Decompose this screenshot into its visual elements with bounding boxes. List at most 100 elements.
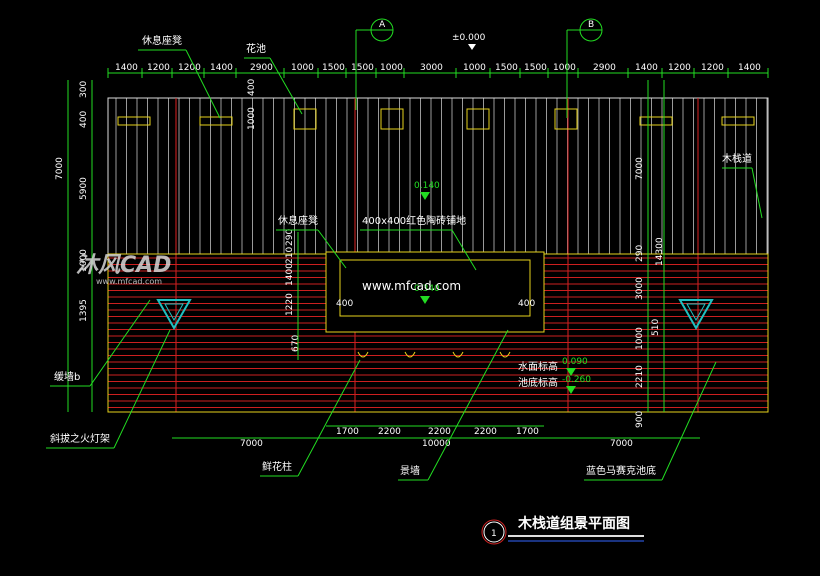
watermark-brand: 沐风CAD: [76, 253, 171, 278]
axis-marker-b: B: [566, 18, 603, 118]
top-dim: 1500: [524, 63, 547, 73]
cdim-210: 210: [285, 247, 295, 264]
top-dim: 1000: [553, 63, 576, 73]
bench-4: [721, 116, 755, 126]
central-platform: [325, 251, 545, 333]
torch-light-right: [678, 299, 714, 331]
level-bottom-icon: [566, 386, 576, 394]
cdim-290: 290: [285, 229, 295, 246]
label-scenic-wall: 景墙: [400, 464, 420, 477]
title-number: 1: [491, 529, 497, 539]
top-dim: 1000: [291, 63, 314, 73]
label-rest-bench-top: 休息座凳: [142, 34, 182, 47]
level-platform: 0.340: [414, 284, 440, 294]
top-dim: 1200: [668, 63, 691, 73]
right-dim-900: 900: [635, 411, 645, 428]
top-dim: 1400: [635, 63, 658, 73]
label-mosaic: 蓝色马赛克池底: [586, 464, 656, 477]
left-dim-1000: 1000: [79, 249, 89, 272]
bdim-2200-right: 2200: [474, 427, 497, 437]
level-deck-icon: [420, 192, 430, 200]
level-bottom: -0.260: [562, 375, 591, 385]
bdim-1700-right: 1700: [516, 427, 539, 437]
right-dim-1000: 1000: [635, 327, 645, 350]
flower-columns: [357, 351, 511, 358]
cdim-1400: 1400: [285, 263, 295, 286]
flower-dim-400: 400: [247, 79, 257, 96]
watermark-logo: 沐风CAD www.mfcad.com: [76, 253, 171, 286]
axis-b-label: B: [588, 20, 594, 30]
top-dim: 1400: [210, 63, 233, 73]
label-wall: 缓墙b: [54, 370, 80, 383]
label-pool-bottom: 池底标高: [518, 376, 558, 389]
right-dim-7000: 7000: [635, 157, 645, 180]
left-dim-300: 300: [79, 81, 89, 98]
title-text: 木栈道组景平面图: [517, 515, 630, 532]
flower-pool-1: [293, 108, 317, 130]
bdim-1700-left: 1700: [336, 427, 359, 437]
platform-dim-400-right: 400: [518, 299, 535, 309]
left-dim-670: 670: [291, 335, 301, 352]
flower-dim-1000: 1000: [247, 107, 257, 130]
level-water-icon: [566, 368, 576, 376]
bdim-7000-right: 7000: [610, 439, 633, 449]
top-dim: 1400: [115, 63, 138, 73]
label-torch: 斜拔之火灯架: [50, 432, 110, 445]
top-dim: 1200: [178, 63, 201, 73]
right-dim-290: 290: [635, 245, 645, 262]
right-dim-2210: 2210: [635, 365, 645, 388]
label-tile: 400x400红色陶砖铺地: [362, 214, 466, 227]
right-dim-14300: 14300: [655, 237, 665, 266]
drawing-title: 1 木栈道组景平面图: [481, 515, 644, 545]
axis-a-label: A: [379, 20, 386, 30]
level-platform-icon: [420, 296, 430, 304]
bench-1: [117, 116, 151, 126]
top-dim: 2900: [250, 63, 273, 73]
top-dim: 3000: [420, 63, 443, 73]
bdim-10000: 10000: [422, 439, 451, 449]
level-deck: 0.140: [414, 181, 440, 191]
cdim-1220: 1220: [285, 293, 295, 316]
top-dim: 1000: [463, 63, 486, 73]
label-flower-column: 鲜花柱: [262, 460, 292, 473]
bdim-7000-left: 7000: [240, 439, 263, 449]
top-dim: 1500: [351, 63, 374, 73]
bench-2: [199, 116, 233, 126]
bdim-2200-left: 2200: [378, 427, 401, 437]
top-dim: 1500: [495, 63, 518, 73]
label-flower-pool: 花池: [246, 42, 266, 55]
left-dim-7000: 7000: [55, 157, 65, 180]
top-dim: 1400: [738, 63, 761, 73]
top-dim: 1500: [322, 63, 345, 73]
top-dim: 1000: [380, 63, 403, 73]
axis-marker-a: A: [355, 18, 394, 110]
top-dim: 2900: [593, 63, 616, 73]
top-dimensions: 1400 1200 1200 1400 2900 1000 1500 1500 1000 3000…: [107, 63, 769, 78]
deck-outline: [107, 97, 769, 255]
flower-pool-2: [380, 108, 404, 130]
label-wood-deck: 木栈道: [722, 152, 752, 165]
level-water: 0.090: [562, 357, 588, 367]
watermark-url: www.mfcad.com: [362, 279, 461, 293]
torch-light-left: [156, 299, 192, 331]
top-dim: 1200: [147, 63, 170, 73]
left-dim-5900: 5900: [79, 177, 89, 200]
elevation-marker-icon: [468, 44, 476, 50]
platform-dim-400-left: 400: [336, 299, 353, 309]
elevation-top: ±0.000: [452, 33, 486, 43]
left-dim-1395: 1395: [79, 299, 89, 322]
top-dim: 1200: [701, 63, 724, 73]
right-dim-510: 510: [651, 319, 661, 336]
label-rest-bench: 休息座凳: [278, 214, 318, 227]
watermark-small: www.mfcad.com: [96, 277, 162, 286]
bench-3: [639, 116, 673, 126]
platform-inner: [339, 259, 531, 317]
flower-pool-3: [466, 108, 490, 130]
deck-planks: [115, 98, 768, 254]
flower-pool-4: [554, 108, 578, 130]
bdim-2200-mid: 2200: [428, 427, 451, 437]
left-dim-400: 400: [79, 111, 89, 128]
right-dim-3000: 3000: [635, 277, 645, 300]
